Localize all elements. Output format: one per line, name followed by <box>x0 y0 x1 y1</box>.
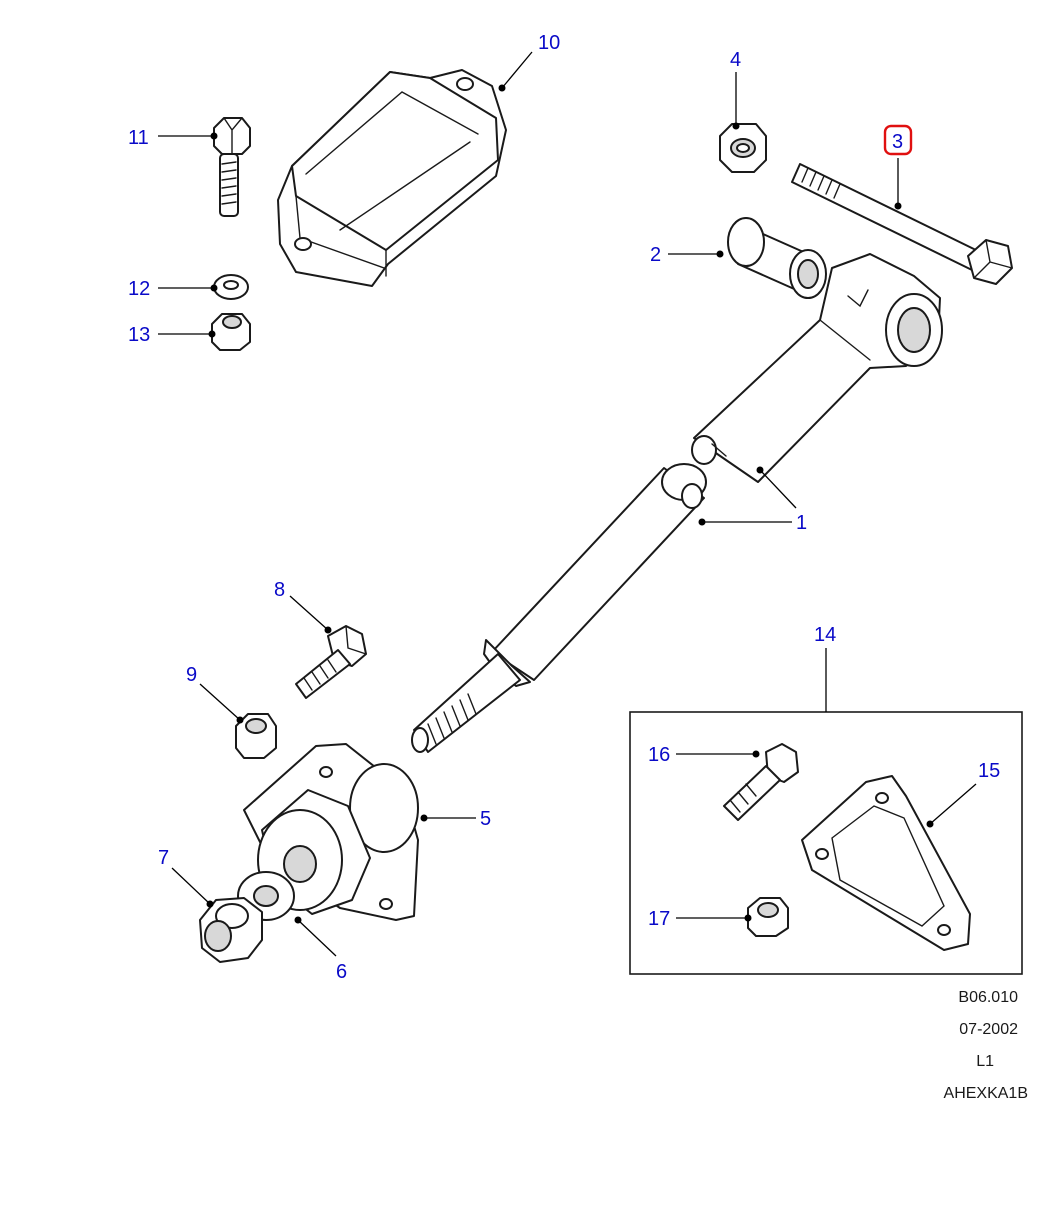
part-7-nut[interactable] <box>199 897 263 963</box>
callout-labels: 10 11 12 13 4 3 2 1 8 9 5 7 6 14 16 15 1… <box>128 32 1000 983</box>
caption-code: AHEXKA1B <box>944 1085 1028 1102</box>
callout-6[interactable]: 6 <box>336 961 347 983</box>
callout-7[interactable]: 7 <box>158 847 169 869</box>
callout-3[interactable]: 3 <box>892 131 903 153</box>
callout-2[interactable]: 2 <box>650 244 661 266</box>
callout-3-highlight <box>883 124 913 156</box>
part-8-bolt[interactable] <box>295 625 367 699</box>
callout-12[interactable]: 12 <box>128 278 150 300</box>
part-1-link-upper[interactable] <box>691 253 943 483</box>
callout-8[interactable]: 8 <box>274 579 285 601</box>
part-4-nut[interactable] <box>719 123 767 173</box>
callout-13[interactable]: 13 <box>128 324 150 346</box>
callout-4[interactable]: 4 <box>730 49 741 71</box>
caption-level: L1 <box>976 1053 994 1070</box>
part-13-nut[interactable] <box>211 313 251 351</box>
leader-lines <box>158 51 977 957</box>
part-17-nut[interactable] <box>747 897 789 937</box>
part-16-bolt[interactable] <box>723 743 799 821</box>
caption-date: 07-2002 <box>959 1021 1018 1038</box>
callout-14[interactable]: 14 <box>814 624 836 646</box>
part-10-mounting-bracket[interactable] <box>277 69 507 287</box>
part-11-bolt[interactable] <box>213 117 251 217</box>
callout-10[interactable]: 10 <box>538 32 560 54</box>
part-2-bush[interactable] <box>727 217 827 299</box>
callout-9[interactable]: 9 <box>186 664 197 686</box>
callout-5[interactable]: 5 <box>480 808 491 830</box>
part-9-nut[interactable] <box>235 713 277 759</box>
part-3-long-bolt[interactable] <box>791 163 1013 285</box>
caption-ref: B06.010 <box>958 989 1018 1006</box>
callout-16[interactable]: 16 <box>648 744 670 766</box>
part-1-link-lower[interactable] <box>411 463 707 753</box>
diagram-caption: B06.010 07-2002 L1 AHEXKA1B <box>944 989 1028 1102</box>
callout-11[interactable]: 11 <box>128 127 149 149</box>
callout-15[interactable]: 15 <box>978 760 1000 782</box>
part-12-washer[interactable] <box>213 274 249 300</box>
callout-1[interactable]: 1 <box>796 512 807 534</box>
part-15-gasket[interactable] <box>801 775 971 951</box>
callout-17[interactable]: 17 <box>648 908 670 930</box>
